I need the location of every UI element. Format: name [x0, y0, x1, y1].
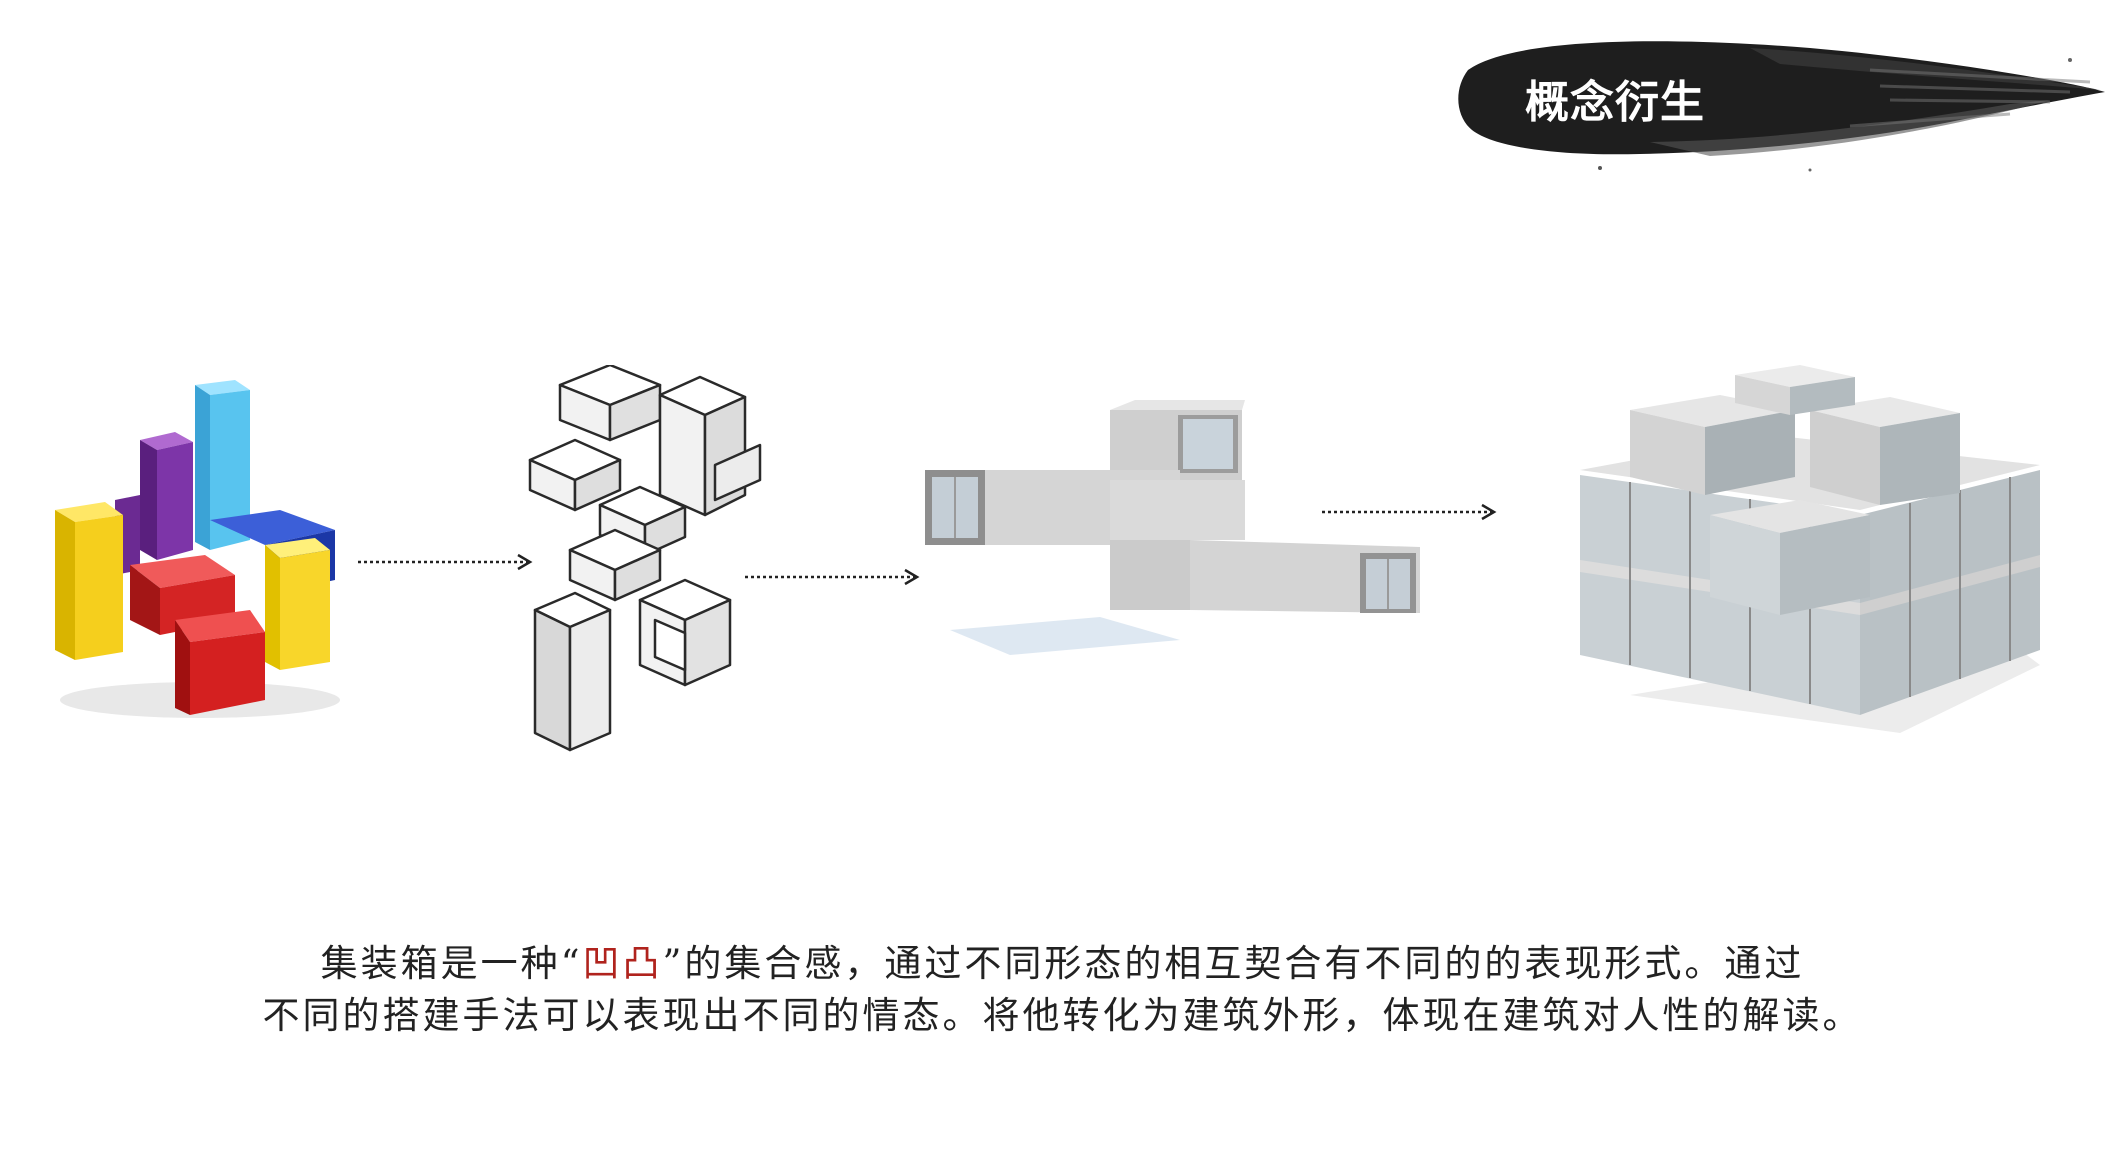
- section-title-badge: 概念衍生: [1450, 30, 2110, 180]
- stacked-container-render: [920, 395, 1440, 655]
- arrow-right-icon: [358, 552, 538, 576]
- description-text: 集装箱是一种“凹凸”的集合感，通过不同形态的相互契合有不同的的表现形式。通过 不…: [0, 938, 2125, 1042]
- colored-blocks-photo: [35, 370, 355, 730]
- description-line-1-start: 集装箱是一种“: [320, 942, 583, 985]
- description-line-1: 集装箱是一种“凹凸”的集合感，通过不同形态的相互契合有不同的的表现形式。通过: [0, 938, 2125, 990]
- arrow-right-icon: [1322, 502, 1502, 526]
- container-building-render: [1570, 365, 2050, 745]
- exploded-container-diagram: [520, 363, 770, 765]
- ink-brush-stroke: [1458, 41, 2105, 172]
- description-line-1-end: ”的集合感，通过不同形态的相互契合有不同的的表现形式。通过: [662, 942, 1805, 985]
- description-line-2: 不同的搭建手法可以表现出不同的情态。将他转化为建筑外形，体现在建筑对人性的解读。: [262, 994, 1863, 1037]
- highlight-term: 凹凸: [582, 942, 663, 985]
- arrow-right-icon: [745, 567, 925, 591]
- section-title: 概念衍生: [1525, 77, 1705, 128]
